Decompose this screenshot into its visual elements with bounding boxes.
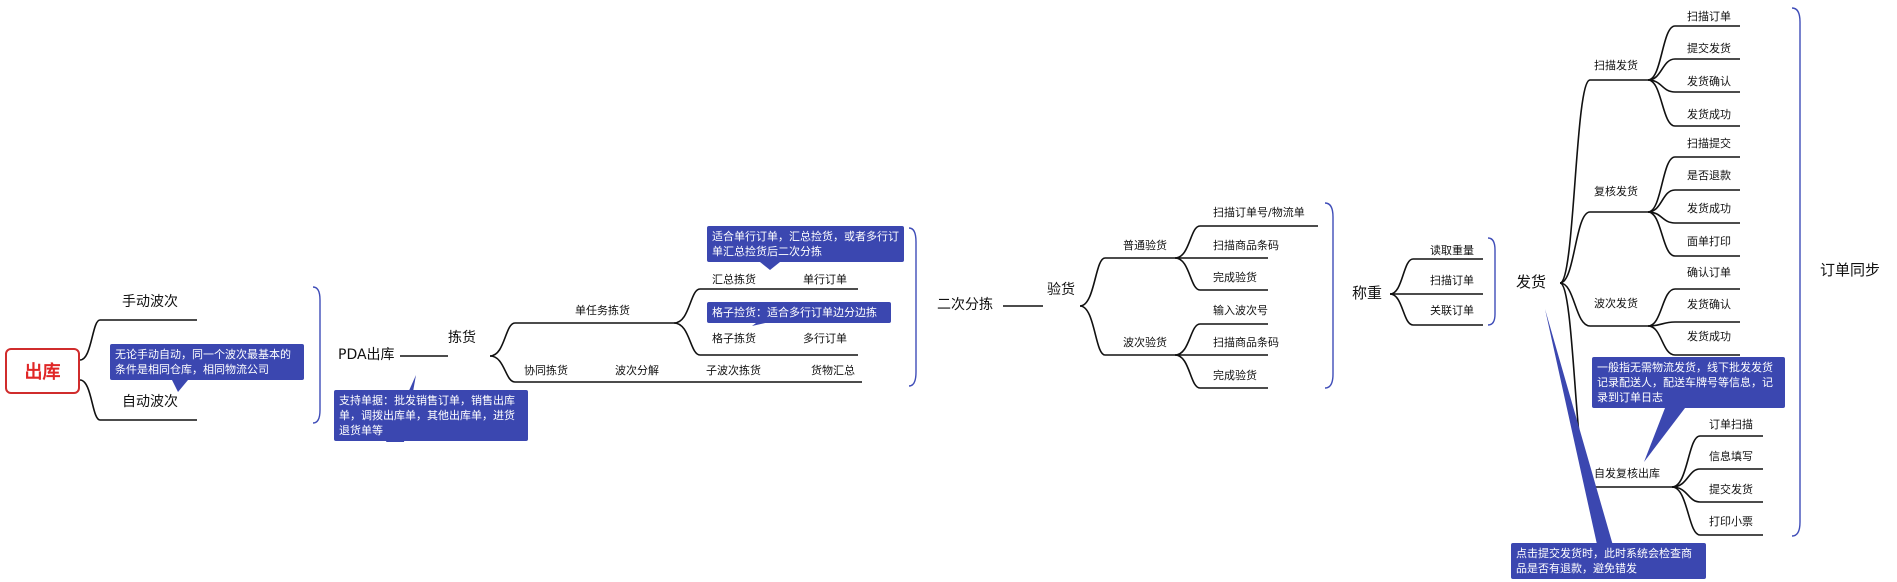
connector — [1389, 258, 1483, 295]
collab-picking-node: 协同拣货 — [524, 364, 568, 377]
connector — [489, 322, 674, 357]
connector — [1174, 257, 1268, 291]
grid-pick-note-callout: 格子捡货：适合多行订单边分边拣 — [707, 302, 891, 323]
review-ship-leaf-3: 发货成功 — [1687, 202, 1731, 215]
root-label: 出库 — [24, 362, 61, 383]
connector — [1174, 323, 1268, 356]
summary-picking-node: 汇总拣货 — [712, 273, 756, 286]
self-ship-leaf-4: 打印小票 — [1709, 515, 1753, 528]
second-sort-node: 二次分拣 — [937, 297, 993, 313]
wave-ship-leaf-3: 发货成功 — [1687, 330, 1731, 343]
normal-inspect-node: 普通验货 — [1123, 239, 1167, 252]
scan-ship-leaf-3: 发货确认 — [1687, 75, 1731, 88]
connector — [489, 355, 862, 383]
connector — [673, 288, 858, 324]
scan-order-no-node: 扫描订单号/物流单 — [1213, 206, 1305, 219]
wave-ship-leaf-1: 确认订单 — [1687, 266, 1731, 279]
goods-summary-node: 货物汇总 — [811, 364, 855, 377]
connector — [1079, 257, 1175, 307]
inspect-node: 验货 — [1047, 282, 1075, 298]
connector — [1647, 25, 1740, 81]
scan-ship-leaf-1: 扫描订单 — [1687, 10, 1731, 23]
connector — [673, 322, 858, 356]
single-task-picking-node: 单任务拣货 — [575, 304, 630, 317]
connector — [1647, 79, 1740, 127]
callout-pointer — [760, 262, 780, 270]
connector — [1647, 58, 1740, 81]
review-ship-node: 复核发货 — [1594, 185, 1638, 198]
bracket — [1487, 237, 1496, 326]
connector — [79, 319, 197, 361]
grid-picking-node: 格子拣货 — [712, 332, 756, 345]
finish-inspect-2-node: 完成验货 — [1213, 369, 1257, 382]
self-ship-node: 自发复核出库 — [1594, 467, 1660, 480]
self-ship-leaf-3: 提交发货 — [1709, 483, 1753, 496]
scan-barcode-node: 扫描商品条码 — [1213, 239, 1279, 252]
connector — [1671, 486, 1763, 536]
input-wave-no-node: 输入波次号 — [1213, 304, 1268, 317]
scan-order-node: 扫描订单 — [1430, 274, 1474, 287]
link-order-node: 关联订单 — [1430, 304, 1474, 317]
connector — [79, 379, 197, 421]
review-ship-leaf-2: 是否退款 — [1687, 169, 1731, 182]
multi-line-order-node: 多行订单 — [803, 332, 847, 345]
connector — [1647, 321, 1740, 327]
connector — [1647, 325, 1740, 356]
connector — [1671, 468, 1763, 488]
scan-ship-leaf-4: 发货成功 — [1687, 108, 1731, 121]
connector — [1389, 293, 1483, 326]
connector — [1647, 189, 1740, 213]
review-ship-leaf-1: 扫描提交 — [1687, 137, 1731, 150]
connector — [1671, 435, 1763, 488]
submit-ship-note-callout: 点击提交发货时，此时系统会检查商品是否有退款，避免错发 — [1511, 543, 1706, 579]
callout-pointer — [1644, 408, 1685, 462]
sub-wave-picking-node: 子波次拣货 — [706, 364, 761, 377]
connector — [1647, 288, 1740, 327]
callout-pointer — [172, 380, 188, 392]
pda-outbound-node: PDA出库 — [338, 347, 395, 363]
picking-node: 拣货 — [448, 330, 476, 346]
ship-node: 发货 — [1516, 273, 1547, 291]
connector — [1174, 354, 1268, 389]
connector — [1647, 211, 1740, 257]
pda-note-callout: 支持单据：批发销售订单，销售出库单，调拨出库单，其他出库单，进货退货单等 — [334, 390, 528, 441]
self-ship-leaf-2: 信息填写 — [1709, 450, 1753, 463]
single-line-order-node: 单行订单 — [803, 273, 847, 286]
auto-wave-node: 自动波次 — [122, 394, 178, 410]
connector — [1079, 305, 1175, 356]
connector — [1559, 79, 1648, 284]
bracket — [312, 286, 321, 424]
wave-ship-node: 波次发货 — [1594, 297, 1638, 310]
read-weight-node: 读取重量 — [1430, 244, 1474, 257]
manual-wave-node: 手动波次 — [122, 294, 178, 310]
root-node-outbound: 出库 — [5, 348, 80, 394]
bracket — [1791, 7, 1801, 537]
self-ship-leaf-1: 订单扫描 — [1709, 418, 1753, 431]
scan-barcode-2-node: 扫描商品条码 — [1213, 336, 1279, 349]
bracket — [1324, 202, 1334, 389]
connector — [1559, 282, 1648, 327]
wave-ship-leaf-2: 发货确认 — [1687, 298, 1731, 311]
summary-pick-note-callout: 适合单行订单，汇总捡货，或者多行订单汇总捡货后二次分拣 — [707, 226, 904, 262]
order-sync-node: 订单同步 — [1820, 261, 1881, 279]
wave-split-node: 波次分解 — [615, 364, 659, 377]
finish-inspect-node: 完成验货 — [1213, 271, 1257, 284]
connector — [1647, 156, 1740, 213]
scan-ship-node: 扫描发货 — [1594, 59, 1638, 72]
connector — [1174, 225, 1318, 259]
callout-pointer — [1545, 309, 1614, 549]
bracket — [908, 227, 917, 387]
connector — [1559, 211, 1648, 284]
review-ship-leaf-4: 面单打印 — [1687, 235, 1731, 248]
weigh-node: 称重 — [1352, 284, 1383, 302]
wave-inspect-node: 波次验货 — [1123, 336, 1167, 349]
self-ship-note-callout: 一般指无需物流发货，线下批发发货记录配送人，配送车牌号等信息，记录到订单日志 — [1592, 357, 1785, 408]
wave-note-callout: 无论手动自动，同一个波次最基本的条件是相同仓库，相同物流公司 — [110, 344, 304, 380]
scan-ship-leaf-2: 提交发货 — [1687, 42, 1731, 55]
